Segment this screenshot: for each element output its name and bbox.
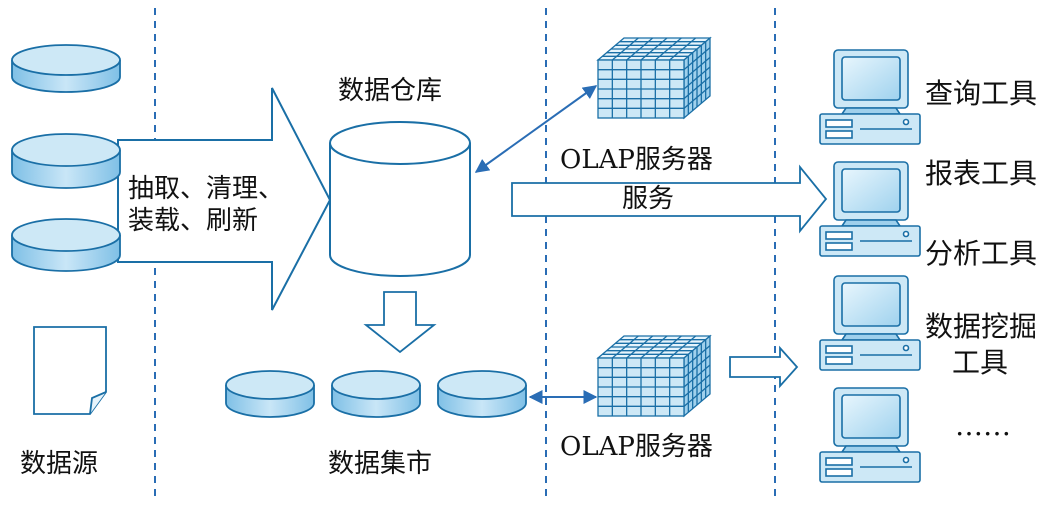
tool-more-label: ……	[955, 409, 1011, 442]
computer-2-icon	[819, 161, 921, 257]
etl-arrow	[117, 87, 332, 311]
source-disk-2-icon	[11, 133, 121, 189]
down-arrow	[363, 291, 437, 354]
computer-icons	[819, 49, 921, 483]
etl-label-line2: 装载、刷新	[128, 206, 259, 236]
warehouse-label: 数据仓库	[338, 76, 443, 106]
small-tool-arrow	[729, 345, 799, 389]
warehouse-olap-connector	[474, 85, 598, 173]
tool-report-label: 报表工具	[925, 157, 1038, 190]
tool-query-label: 查询工具	[925, 77, 1038, 110]
data-source-label: 数据源	[20, 449, 99, 479]
source-database-icons	[11, 44, 121, 272]
source-disk-1-icon	[11, 44, 121, 93]
service-arrow	[511, 164, 828, 234]
datamart-disk-1-icon	[225, 370, 315, 418]
datamart-disk-icons	[225, 370, 527, 418]
computer-4-icon	[819, 387, 921, 483]
computer-3-icon	[819, 275, 921, 371]
tool-analysis-label: 分析工具	[925, 237, 1038, 270]
olap-cube-top-icon	[596, 36, 712, 120]
tool-datamining-label-line2: 工具	[952, 346, 1009, 379]
etl-label-line1: 抽取、清理、	[128, 174, 285, 204]
source-disk-3-icon	[11, 218, 121, 272]
olap-server-bottom-label: OLAP服务器	[560, 432, 713, 462]
computer-1-icon	[819, 49, 921, 145]
service-label: 服务	[622, 184, 675, 214]
datamart-disk-2-icon	[331, 370, 421, 418]
warehouse-cylinder-icon	[329, 121, 471, 277]
olap-server-top-label: OLAP服务器	[560, 145, 713, 175]
olap-cube-bottom-icon	[596, 334, 712, 418]
datamart-label: 数据集市	[328, 449, 433, 479]
tool-datamining-label-line1: 数据挖掘	[925, 310, 1038, 343]
document-icon	[33, 326, 107, 415]
datamart-disk-3-icon	[437, 370, 527, 418]
